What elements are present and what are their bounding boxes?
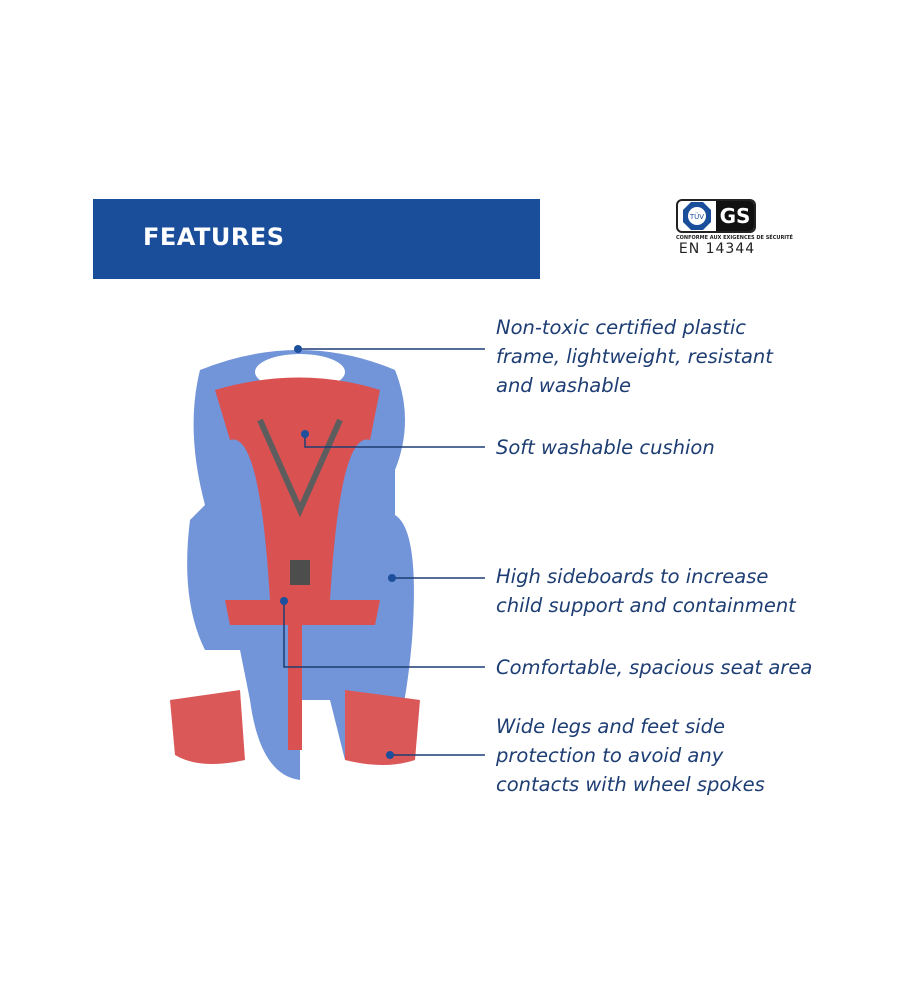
gs-logo: GS — [716, 201, 754, 231]
feature-seat-area: Comfortable, spacious seat area — [496, 653, 812, 682]
tuv-gs-logo: TÜV GS — [676, 199, 756, 233]
feature-sideboards: High sideboards to increase child suppor… — [496, 562, 796, 620]
callout-line-4 — [283, 601, 485, 668]
callout-dot-1 — [294, 345, 302, 353]
callout-dot-2 — [301, 430, 309, 438]
cert-subtitle: CONFORME AUX EXIGENCES DE SÉCURITÉ — [676, 235, 793, 241]
certification-badge: TÜV GS CONFORME AUX EXIGENCES DE SÉCURIT… — [676, 199, 793, 257]
tuv-logo: TÜV — [678, 201, 716, 231]
gs-label: GS — [719, 204, 751, 228]
callout-dot-5 — [386, 751, 394, 759]
callout-dot-4 — [280, 597, 288, 605]
feature-leg-protection: Wide legs and feet side protection to av… — [496, 712, 765, 799]
callout-dot-3 — [388, 574, 396, 582]
callout-line-2 — [304, 434, 485, 448]
feature-line: Wide legs and feet side — [496, 715, 725, 738]
feature-line: contacts with wheel spokes — [496, 773, 765, 796]
cert-standard: EN 14344 — [678, 241, 756, 257]
feature-frame: Non-toxic certified plastic frame, light… — [496, 313, 773, 400]
feature-line: Comfortable, spacious seat area — [496, 656, 813, 679]
feature-line: Soft washable cushion — [496, 436, 715, 459]
feature-line: child support and containment — [496, 594, 796, 617]
feature-line: High sideboards to increase — [496, 565, 769, 588]
svg-text:TÜV: TÜV — [689, 212, 704, 221]
seat-frame — [170, 350, 420, 780]
banner-title: FEATURES — [143, 223, 285, 251]
feature-line: Non-toxic certified plastic — [496, 316, 747, 339]
feature-cushion: Soft washable cushion — [496, 433, 715, 462]
callout-lines — [283, 348, 485, 756]
feature-line: and washable — [496, 374, 632, 397]
features-banner: FEATURES — [93, 199, 540, 279]
feature-line: protection to avoid any — [496, 744, 724, 767]
feature-line: frame, lightweight, resistant — [496, 345, 773, 368]
